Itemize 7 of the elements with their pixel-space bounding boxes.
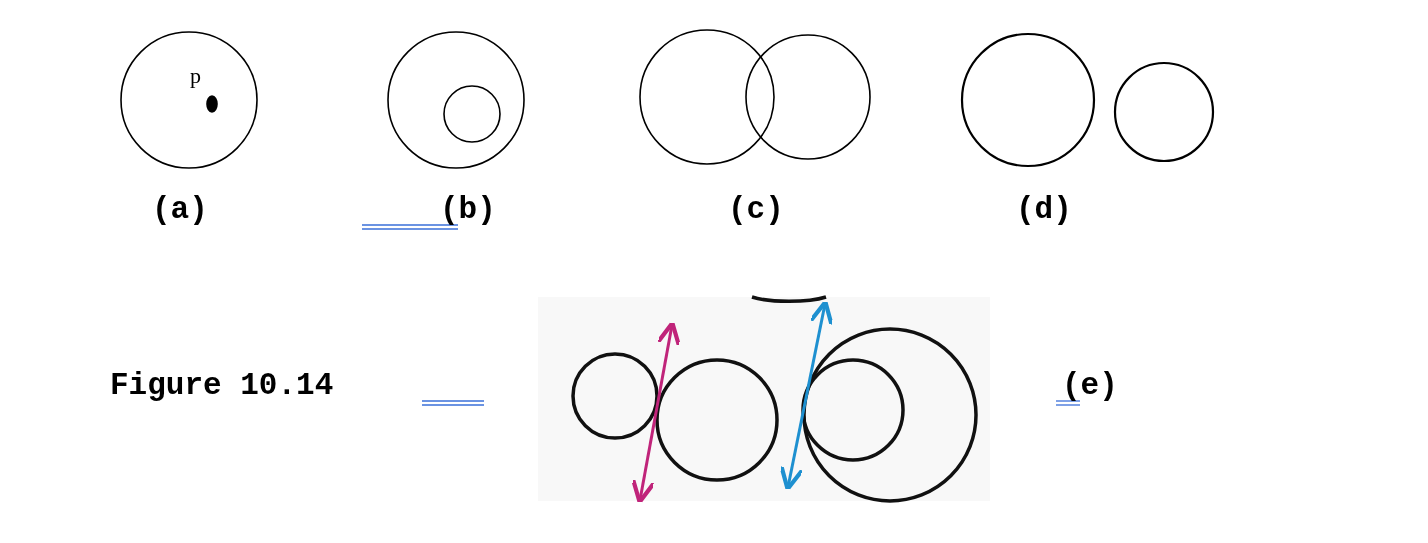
point-label: p [190,64,201,88]
panel-label: (c) [728,193,784,227]
panel-label: (b) [440,193,496,227]
figure-caption: Figure 10.14 [110,369,334,403]
panel-label: (d) [1016,193,1072,227]
panel-label: (e) [1062,369,1118,403]
panel-label: (a) [152,193,208,227]
